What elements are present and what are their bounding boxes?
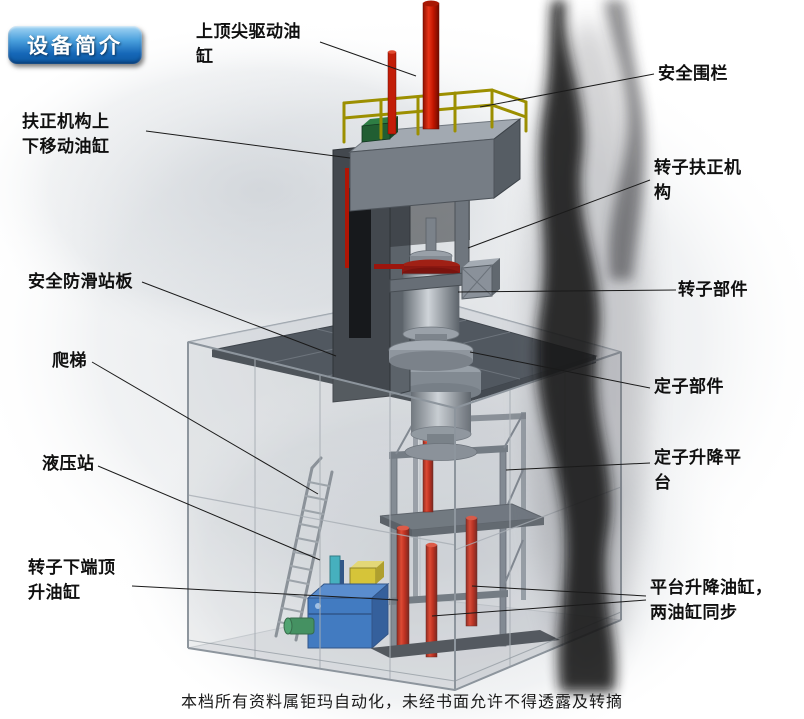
label-stator-lift-platform: 定子升降平台: [654, 448, 742, 493]
rotor-assembly: [374, 217, 500, 371]
safety-railing: [342, 88, 528, 144]
label-rotor-parts: 转子部件: [678, 280, 748, 300]
label-ladder: 爬梯: [52, 351, 87, 371]
lift-tower: [370, 412, 560, 658]
label-rotor-centering-mechanism: 转子扶正机构: [654, 158, 742, 203]
label-centering-move-cylinder: 扶正机构上下移动油缸: [22, 112, 110, 157]
top-drive-cylinder: [387, 0, 440, 135]
leader-rotor-bottom-jack: [131, 585, 399, 601]
footer-confidentiality-note: 本档所有资料属钜玛自动化，未经书面允许不得透露及转摘: [180, 692, 623, 711]
hydraulic-station: [283, 555, 390, 650]
label-safety-fence: 安全围栏: [658, 64, 728, 84]
leader-stator-lift-platform: [505, 462, 651, 471]
label-antislip-platform: 安全防滑站板: [28, 272, 133, 292]
title-badge: 设备简介: [8, 26, 142, 64]
label-stator-parts: 定子部件: [654, 377, 724, 397]
leader-lines: [91, 41, 677, 617]
head-assembly: [348, 116, 522, 212]
leader-ladder: [91, 361, 319, 495]
leader-rotor-parts: [457, 289, 677, 293]
leader-platform-lift-1: [471, 585, 647, 597]
label-hydraulic-station: 液压站: [42, 454, 95, 474]
leader-safety-fence: [479, 73, 655, 108]
leader-platform-lift-2: [431, 599, 647, 617]
leader-antislip-platform: [141, 281, 337, 357]
leader-top-drive-cylinder: [319, 41, 417, 77]
label-top-drive-cylinder: 上顶尖驱动油缸: [196, 22, 301, 67]
leader-hydraulic-station: [97, 465, 321, 561]
leader-centering-move-cylinder: [145, 130, 351, 159]
shadow-smear: [528, 0, 648, 692]
title-badge-label: 设备简介: [27, 34, 123, 58]
leader-stator-parts: [469, 351, 651, 389]
leader-rotor-centering-mechanism: [467, 179, 651, 249]
label-platform-lift-cylinders: 平台升降油缸，两油缸同步: [650, 578, 773, 623]
label-rotor-bottom-jack-cylinder: 转子下端顶升油缸: [28, 558, 116, 603]
